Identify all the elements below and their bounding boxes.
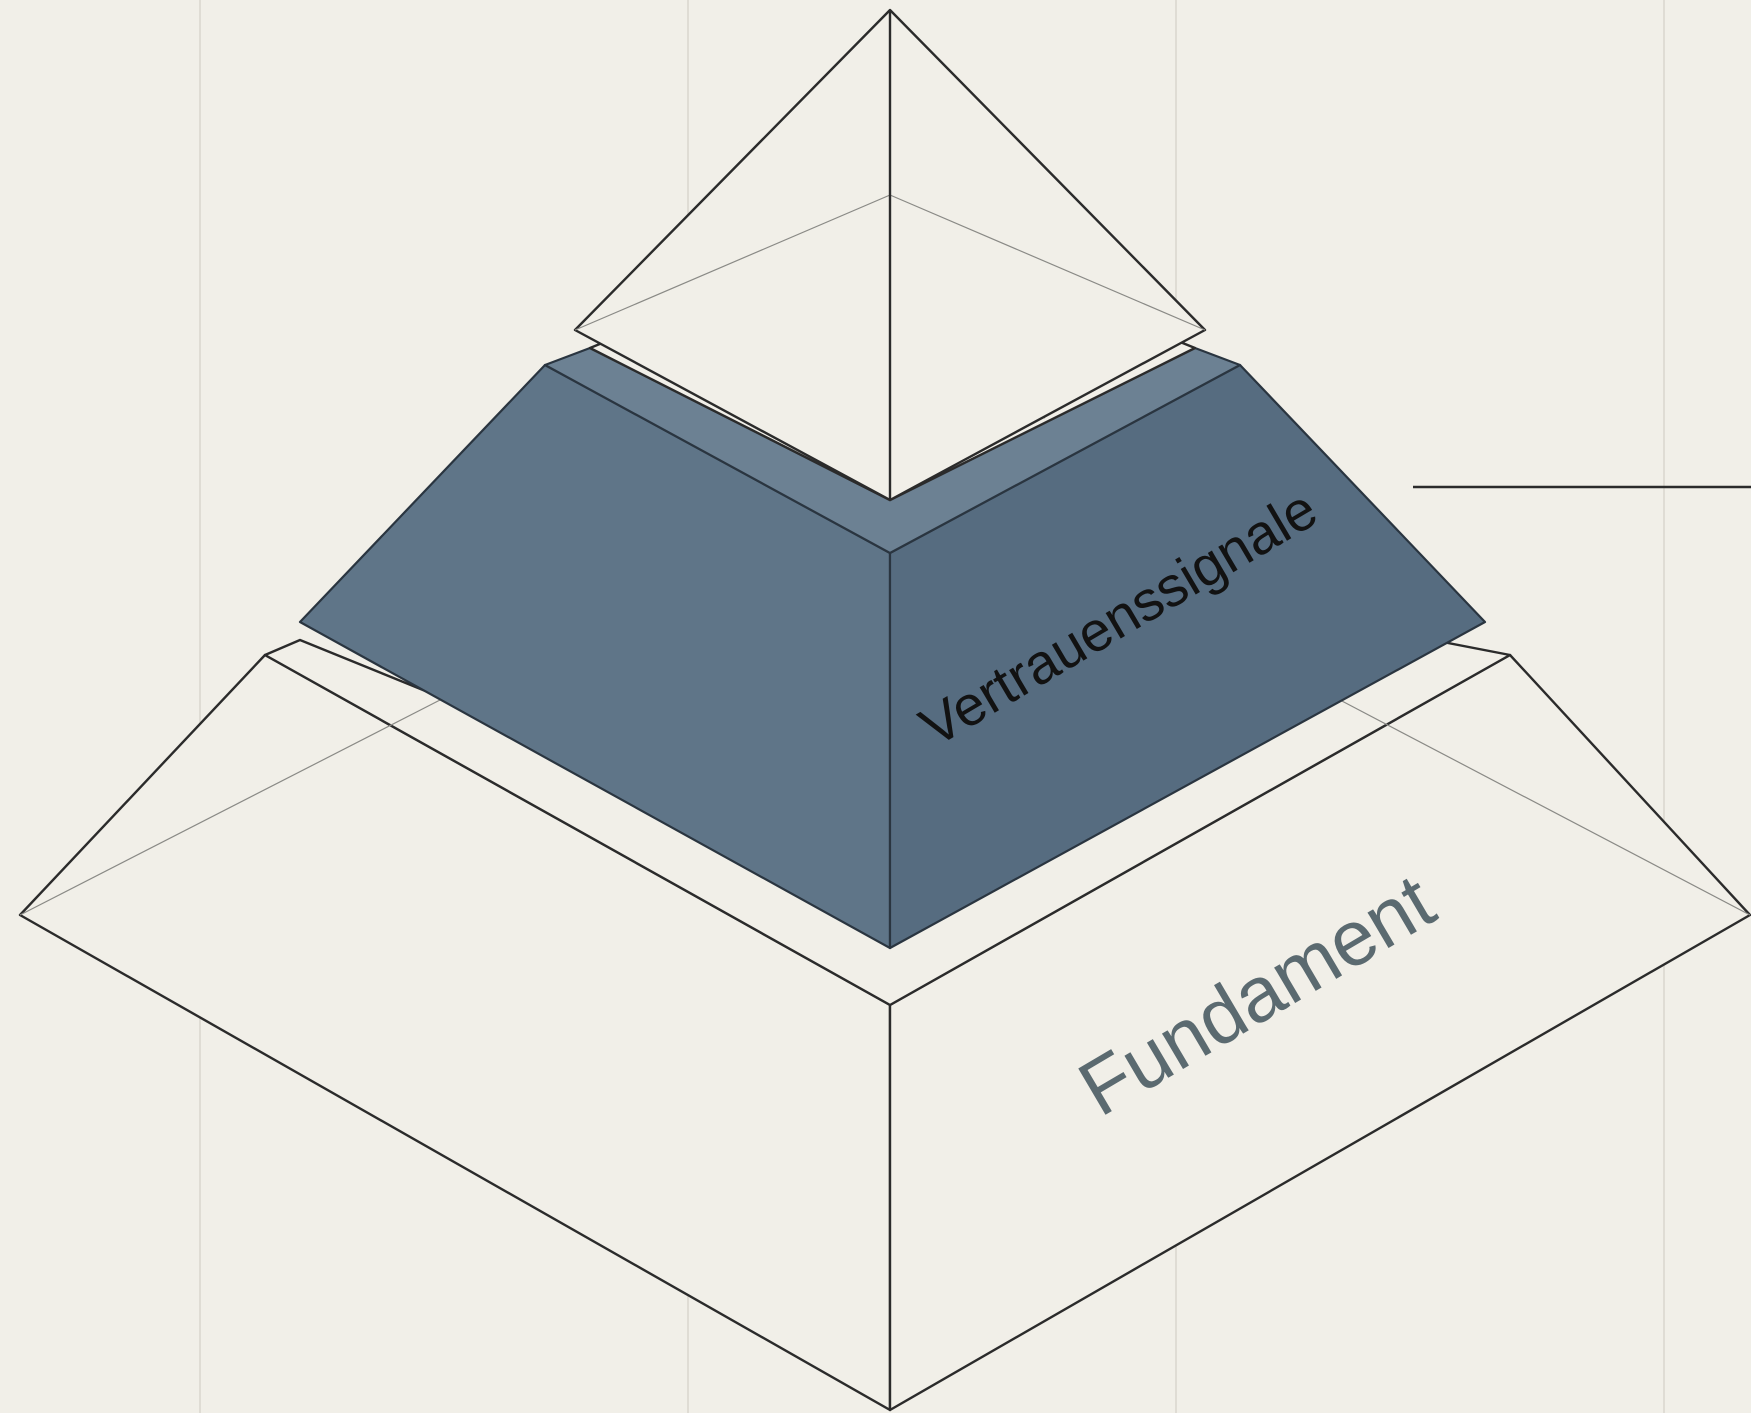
pyramid-diagram: Vertrauenssignale Fundament xyxy=(0,0,1751,1413)
